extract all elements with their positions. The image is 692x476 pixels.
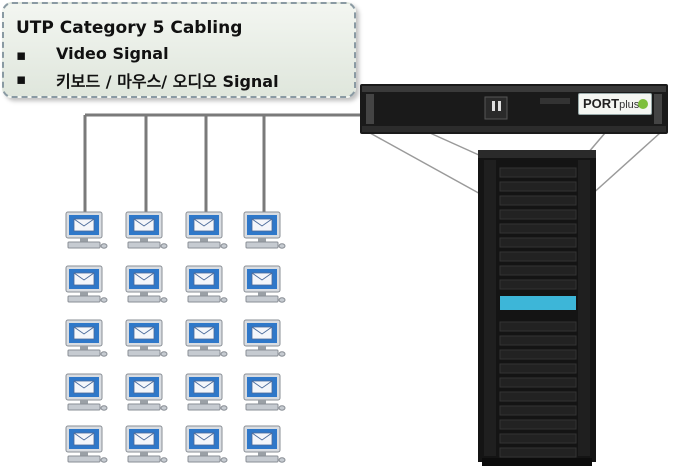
rack-unit <box>499 363 577 374</box>
computer-with-mail-icon <box>62 318 108 360</box>
cabling-callout: UTP Category 5 Cabling ▪ Video Signal ▪ … <box>2 2 356 98</box>
rack-unit <box>499 251 577 262</box>
computer-with-mail-icon <box>62 210 108 252</box>
computer-with-mail-icon <box>122 372 168 414</box>
computer-with-mail-icon <box>122 424 168 466</box>
computer-with-mail-icon <box>182 424 228 466</box>
rack-unit <box>499 405 577 416</box>
rack-unit <box>499 167 577 178</box>
computer-with-mail-icon <box>182 264 228 306</box>
bullet-icon: ▪ <box>16 70 27 88</box>
rack-unit <box>499 335 577 346</box>
callout-item-video: Video Signal <box>56 44 169 63</box>
rack-unit <box>499 265 577 276</box>
server-rack <box>478 150 596 466</box>
callout-item-kvm: 키보드 / 마우스/ 오디오 Signal <box>56 72 279 91</box>
rack-unit <box>499 377 577 388</box>
computer-with-mail-icon <box>182 372 228 414</box>
rack-unit <box>499 419 577 430</box>
computer-with-mail-icon <box>122 318 168 360</box>
computer-with-mail-icon <box>62 424 108 466</box>
computer-with-mail-icon <box>240 210 286 252</box>
rack-unit <box>499 447 577 458</box>
rack-unit <box>499 349 577 360</box>
computer-with-mail-icon <box>122 264 168 306</box>
rack-unit <box>499 321 577 332</box>
brand-main-text: PORT <box>583 96 620 111</box>
computer-with-mail-icon <box>62 372 108 414</box>
rack-unit <box>499 433 577 444</box>
brand-suffix-text: plus <box>619 99 640 111</box>
rack-accent-panel <box>500 296 576 310</box>
rack-unit <box>499 181 577 192</box>
bullet-icon: ▪ <box>16 46 27 64</box>
rack-unit <box>499 391 577 402</box>
computer-with-mail-icon <box>240 372 286 414</box>
portplus-brand-label: PORTplus <box>578 93 652 115</box>
computer-with-mail-icon <box>240 318 286 360</box>
rack-unit <box>499 279 577 290</box>
computer-with-mail-icon <box>122 210 168 252</box>
computer-with-mail-icon <box>182 318 228 360</box>
rack-unit <box>499 223 577 234</box>
computer-with-mail-icon <box>182 210 228 252</box>
callout-title: UTP Category 5 Cabling <box>16 18 243 38</box>
rack-unit <box>499 195 577 206</box>
computer-with-mail-icon <box>240 264 286 306</box>
brand-logo-icon <box>638 99 648 109</box>
rack-unit <box>499 237 577 248</box>
rack-unit <box>499 209 577 220</box>
computer-with-mail-icon <box>62 264 108 306</box>
computer-with-mail-icon <box>240 424 286 466</box>
